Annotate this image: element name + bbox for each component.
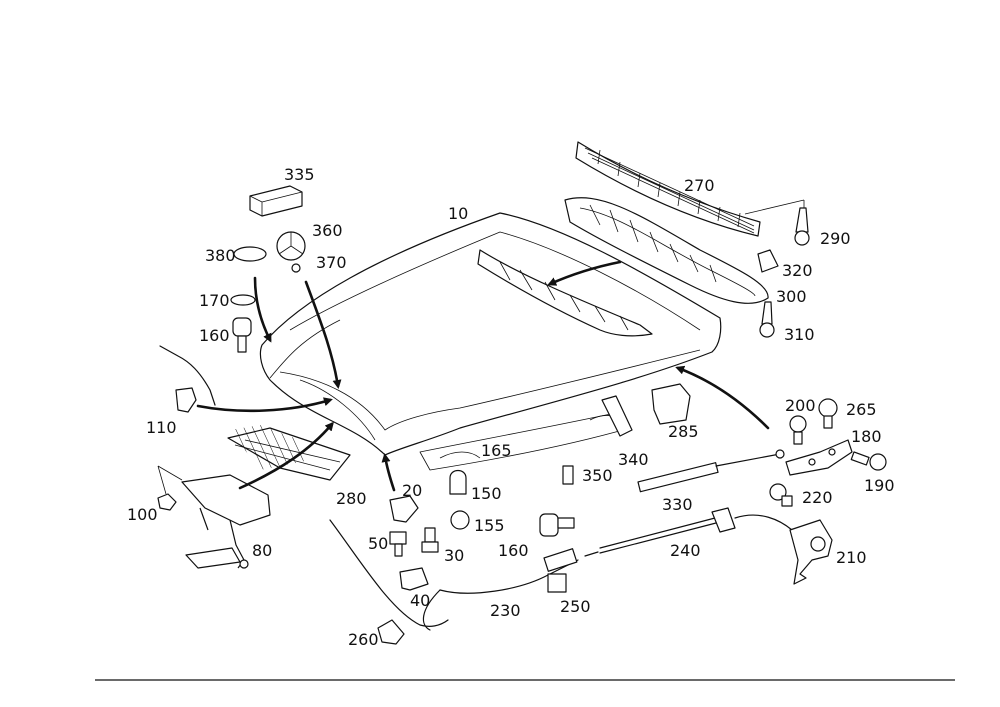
label-250: 250 xyxy=(560,597,591,616)
label-160b: 160 xyxy=(498,541,529,560)
label-280: 280 xyxy=(336,489,367,508)
fasteners xyxy=(157,185,887,645)
label-270: 270 xyxy=(684,176,715,195)
label-100: 100 xyxy=(127,505,158,524)
label-340: 340 xyxy=(618,450,649,469)
release-handle xyxy=(789,519,833,585)
label-350: 350 xyxy=(582,466,613,485)
label-335: 335 xyxy=(284,165,315,184)
label-330: 330 xyxy=(662,495,693,514)
cable-guide xyxy=(543,548,578,593)
label-190: 190 xyxy=(864,476,895,495)
assembly-arrows xyxy=(196,260,770,492)
label-165: 165 xyxy=(481,441,512,460)
label-310: 310 xyxy=(784,325,815,344)
label-10: 10 xyxy=(448,204,468,223)
hood-lock xyxy=(181,474,271,569)
label-320: 320 xyxy=(782,261,813,280)
label-265: 265 xyxy=(846,400,877,419)
label-150: 150 xyxy=(471,484,502,503)
grille-frame xyxy=(564,197,769,304)
label-220: 220 xyxy=(802,488,833,507)
label-290: 290 xyxy=(820,229,851,248)
hood-hinge xyxy=(785,439,853,476)
label-210: 210 xyxy=(836,548,867,567)
label-50: 50 xyxy=(368,534,388,553)
label-230: 230 xyxy=(490,601,521,620)
label-380: 380 xyxy=(205,246,236,265)
label-110: 110 xyxy=(146,418,177,437)
headlight-region xyxy=(230,425,310,470)
label-240: 240 xyxy=(670,541,701,560)
label-370: 370 xyxy=(316,253,347,272)
part-labels: 10 335 360 370 380 170 160 110 100 80 28… xyxy=(127,165,895,649)
label-260: 260 xyxy=(348,630,379,649)
leader-lines xyxy=(157,199,805,495)
gas-strut xyxy=(637,449,785,493)
release-cable xyxy=(329,507,793,631)
label-200: 200 xyxy=(785,396,816,415)
label-40: 40 xyxy=(410,591,430,610)
label-80: 80 xyxy=(252,541,272,560)
label-170: 170 xyxy=(199,291,230,310)
label-160a: 160 xyxy=(199,326,230,345)
label-285: 285 xyxy=(668,422,699,441)
label-180: 180 xyxy=(851,427,882,446)
label-30: 30 xyxy=(444,546,464,565)
label-155: 155 xyxy=(474,516,505,535)
cowl-grille xyxy=(575,141,761,237)
label-360: 360 xyxy=(312,221,343,240)
label-300: 300 xyxy=(776,287,807,306)
label-20: 20 xyxy=(402,481,422,500)
